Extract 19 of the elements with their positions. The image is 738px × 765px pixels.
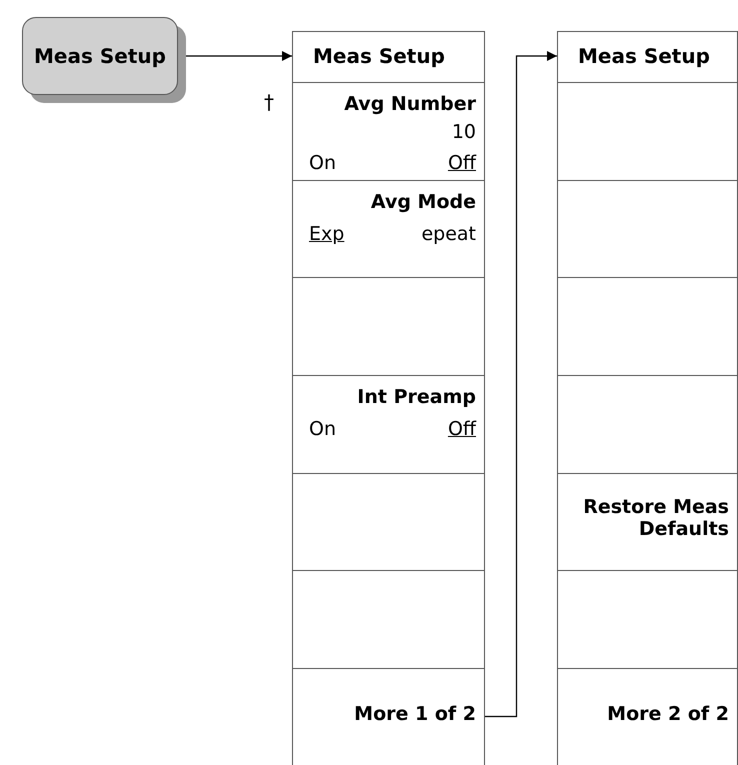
softkey-label: Int Preamp [356, 386, 476, 408]
option-label: Off [448, 152, 476, 174]
softkey-label: More 2 of 2 [606, 703, 729, 725]
menu-title: Meas Setup [313, 44, 445, 68]
softkey-value: 10 [452, 121, 476, 143]
softkey-menu-panel [292, 31, 485, 765]
softkey-label: Avg Mode [370, 191, 476, 213]
softkey-label: Restore Meas Defaults [582, 496, 729, 540]
option-label: On [309, 152, 336, 174]
arrow [484, 51, 557, 718]
softkey-label: More 1 of 2 [353, 703, 476, 725]
softkey-label: Avg Number [343, 93, 476, 115]
menu-title: Meas Setup [578, 44, 710, 68]
option-label: Exp [309, 223, 344, 245]
softkey-menu-panel [557, 31, 738, 765]
option-label: epeat [421, 223, 476, 245]
footnote-mark: † [264, 90, 274, 114]
option-label: Off [448, 418, 476, 440]
option-label: On [309, 418, 336, 440]
